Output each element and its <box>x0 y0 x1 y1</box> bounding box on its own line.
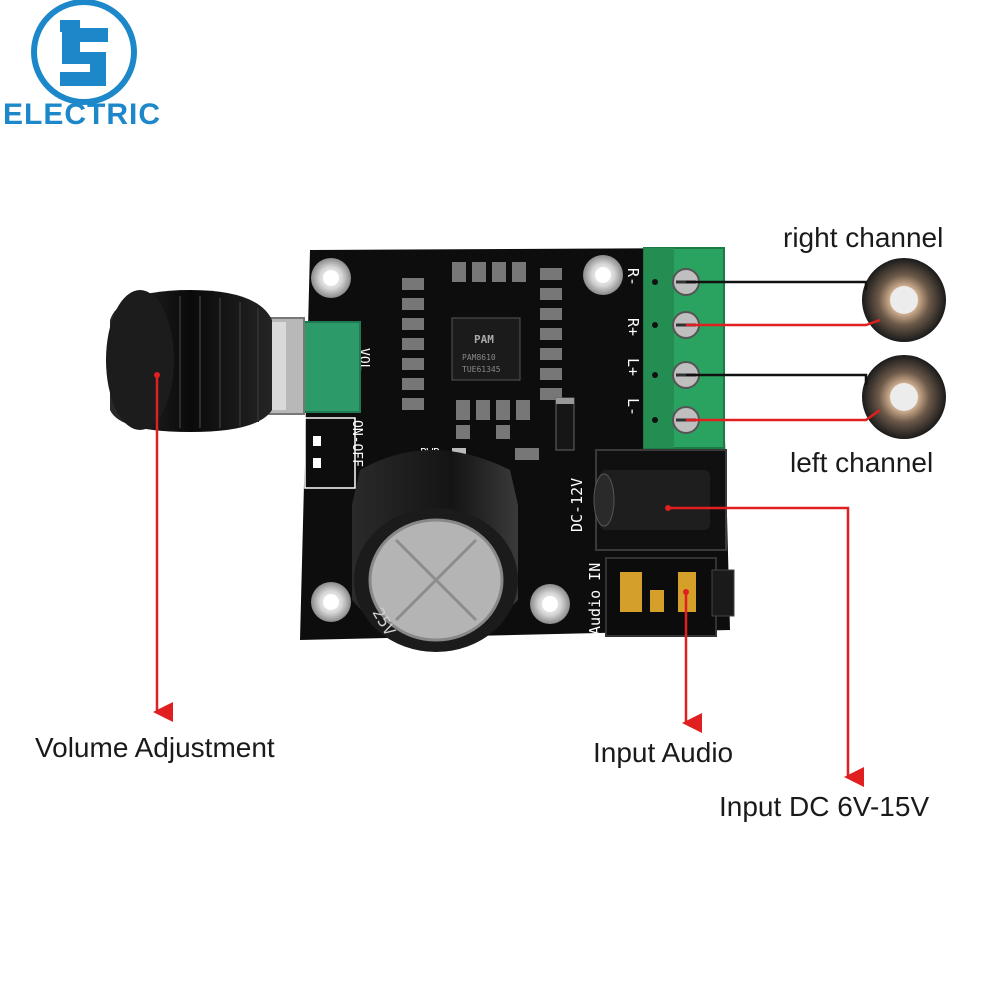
capacitor: 25V <box>352 450 518 652</box>
label-right-channel: right channel <box>783 222 944 253</box>
label-input-audio: Input Audio <box>593 737 734 768</box>
speaker-right <box>862 258 946 342</box>
speaker-terminal-block <box>643 247 725 449</box>
chip-code: TUE61345 <box>462 365 501 374</box>
switch-label: ON-OFF <box>349 420 364 467</box>
chip-part: PAM8610 <box>462 353 496 362</box>
audio-input-jack <box>605 557 735 637</box>
callout-arrows <box>153 375 864 787</box>
chip-brand: PAM <box>474 333 494 346</box>
volume-knob <box>106 290 361 432</box>
terminal-label-l-minus: L- <box>624 398 642 416</box>
audio-label: Audio IN <box>586 563 604 635</box>
label-input-dc: Input DC 6V-15V <box>719 791 930 822</box>
dc-power-jack <box>593 449 727 551</box>
label-left-channel: left channel <box>790 447 934 478</box>
logo-emblem <box>31 0 137 105</box>
arrow-input-dc <box>668 506 864 787</box>
logo-text: ELECTRIC <box>3 98 161 131</box>
terminal-label-r-minus: R- <box>624 268 642 286</box>
terminal-label-l-plus: L+ <box>624 358 642 376</box>
power-label: DC-12V <box>568 478 586 532</box>
label-volume-adjustment: Volume Adjustment <box>35 732 275 763</box>
speaker-wires <box>686 280 881 422</box>
terminal-label-r-plus: R+ <box>624 318 642 336</box>
speaker-left <box>862 355 946 439</box>
